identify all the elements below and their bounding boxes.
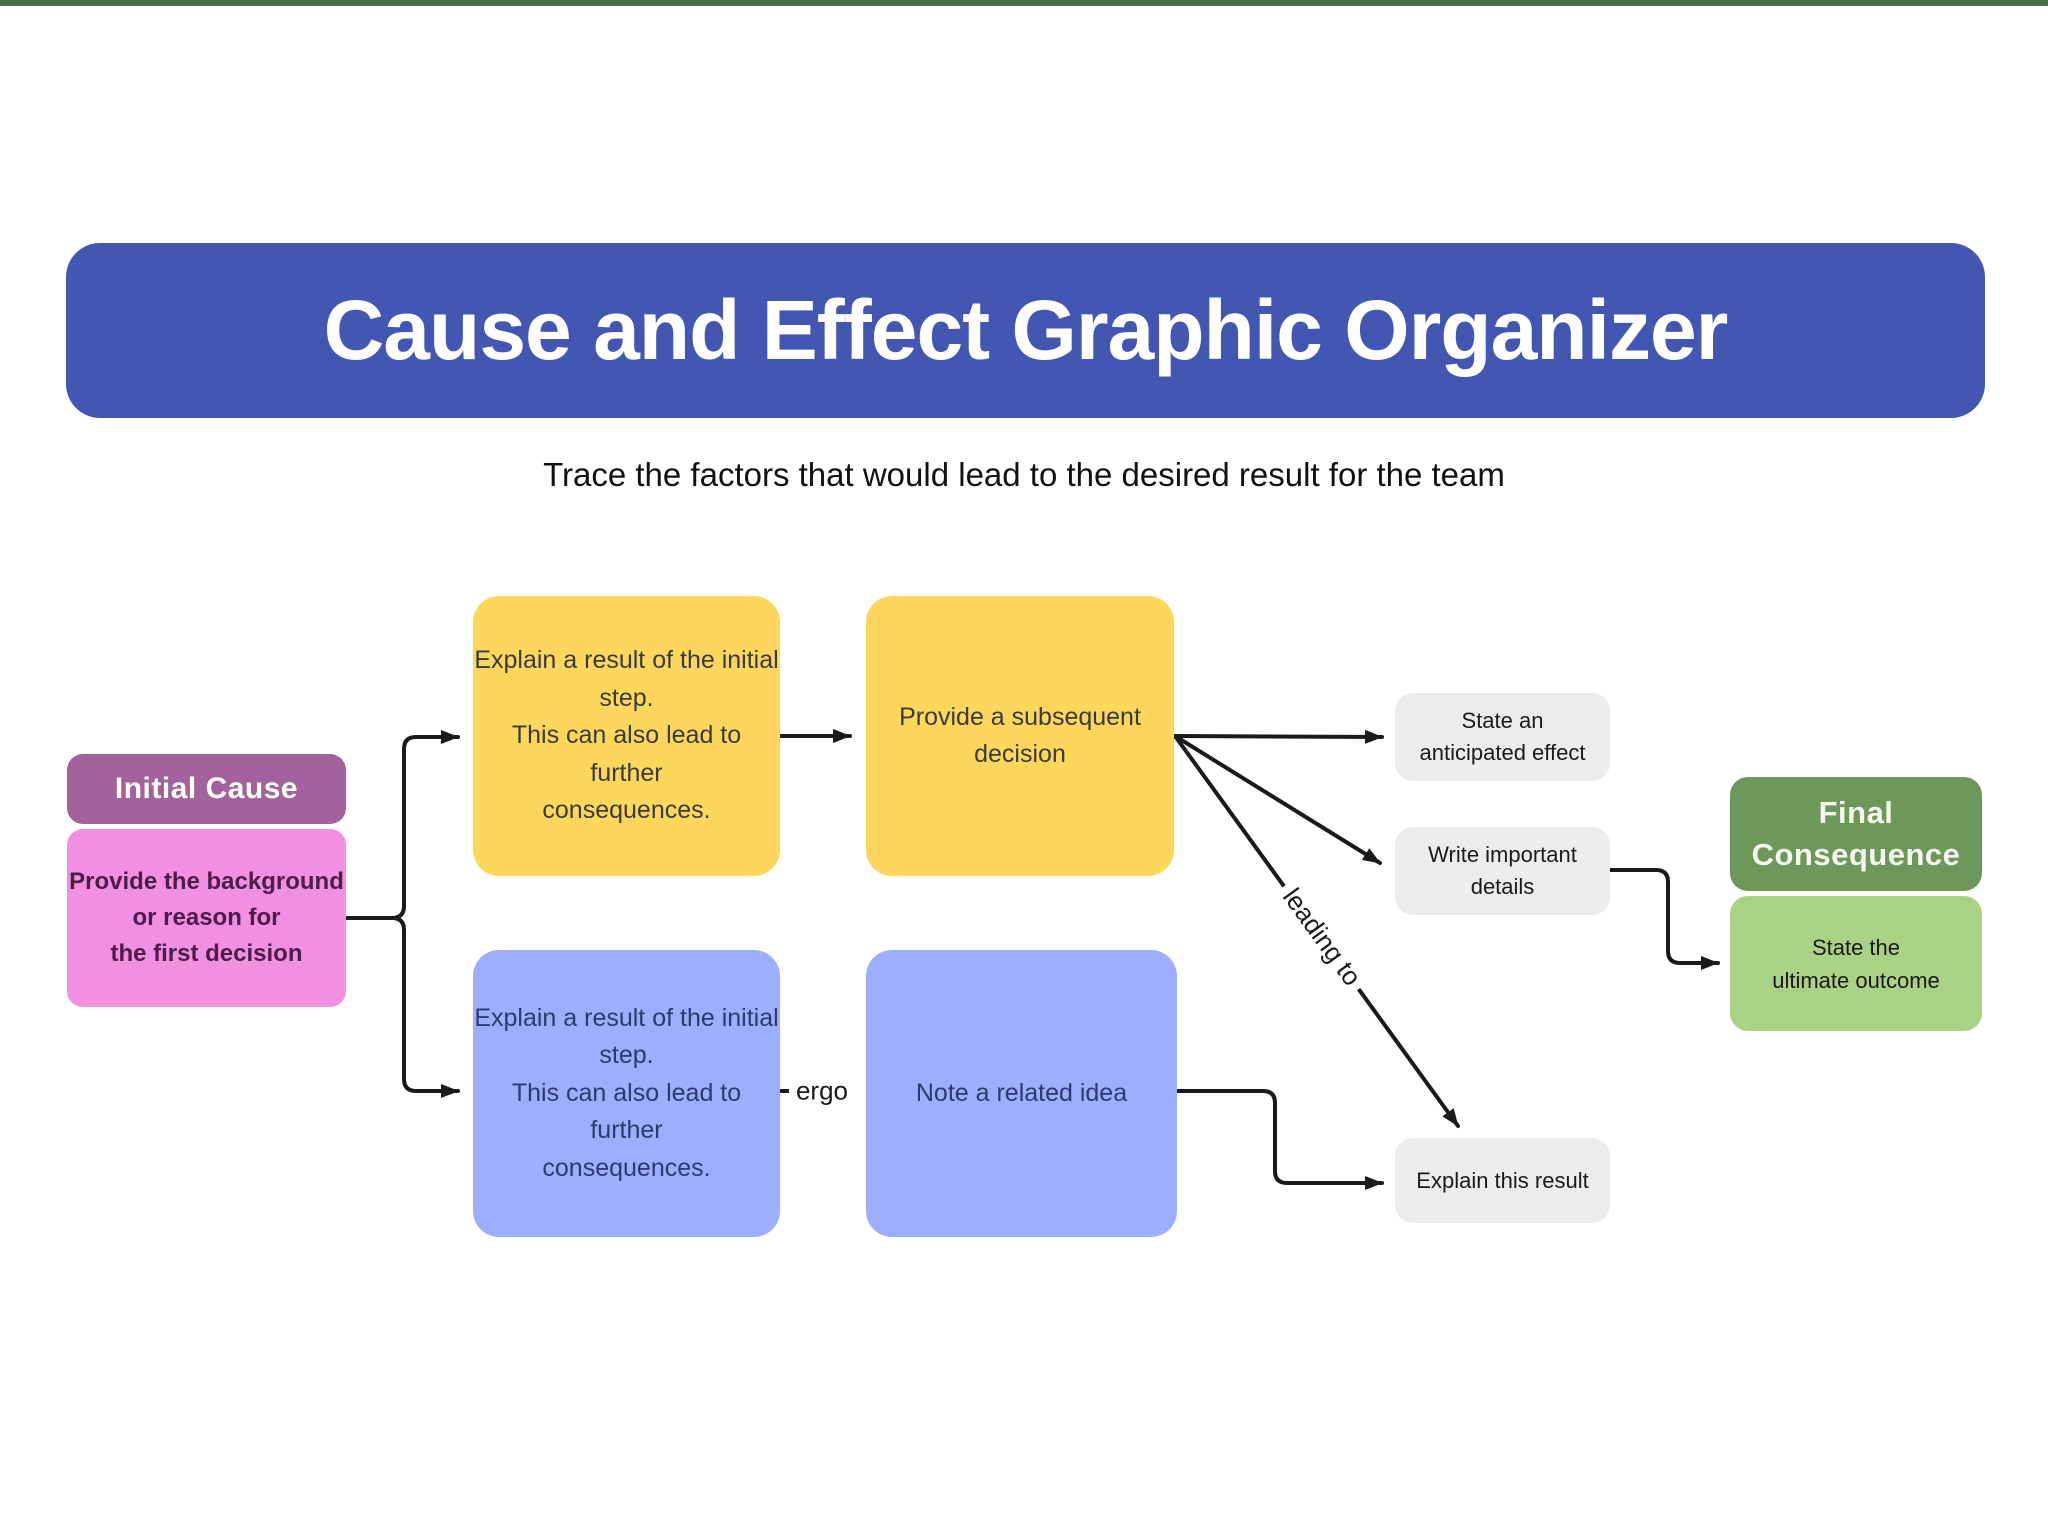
top-accent-strip — [0, 0, 2048, 6]
yellow-result-box: Explain a result of the initial step. Th… — [473, 596, 780, 876]
page-subtitle: Trace the factors that would lead to the… — [543, 456, 1505, 493]
important-details-box: Write important details — [1395, 827, 1610, 915]
page-title: Cause and Effect Graphic Organizer — [323, 283, 1729, 377]
blue-result-box: Explain a result of the initial step. Th… — [473, 950, 780, 1237]
edge-decision-to-important-details — [1173, 734, 1382, 865]
edge-note-to-explain-result — [1175, 1089, 1384, 1190]
blue-note-box: Note a related idea — [866, 950, 1177, 1237]
initial-cause-header: Initial Cause — [67, 754, 346, 824]
edge-decision-to-anticipated-effect — [1173, 729, 1384, 744]
ultimate-outcome-box: State the ultimate outcome — [1730, 896, 1982, 1031]
title-banner: Cause and Effect Graphic Organizer — [66, 243, 1985, 418]
edge-cause-to-blue-result — [344, 916, 460, 1098]
anticipated-effect-box: State an anticipated effect — [1395, 693, 1610, 781]
ergo-edge-label: ergo — [788, 1074, 856, 1108]
edge-cause-to-yellow-result — [344, 730, 460, 920]
initial-cause-box: Provide the background or reason for the… — [67, 829, 346, 1007]
final-consequence-header: Final Consequence — [1730, 777, 1982, 891]
edge-details-to-outcome — [1608, 868, 1720, 970]
yellow-decision-box: Provide a subsequent decision — [866, 596, 1174, 876]
explain-result-box: Explain this result — [1395, 1138, 1610, 1223]
